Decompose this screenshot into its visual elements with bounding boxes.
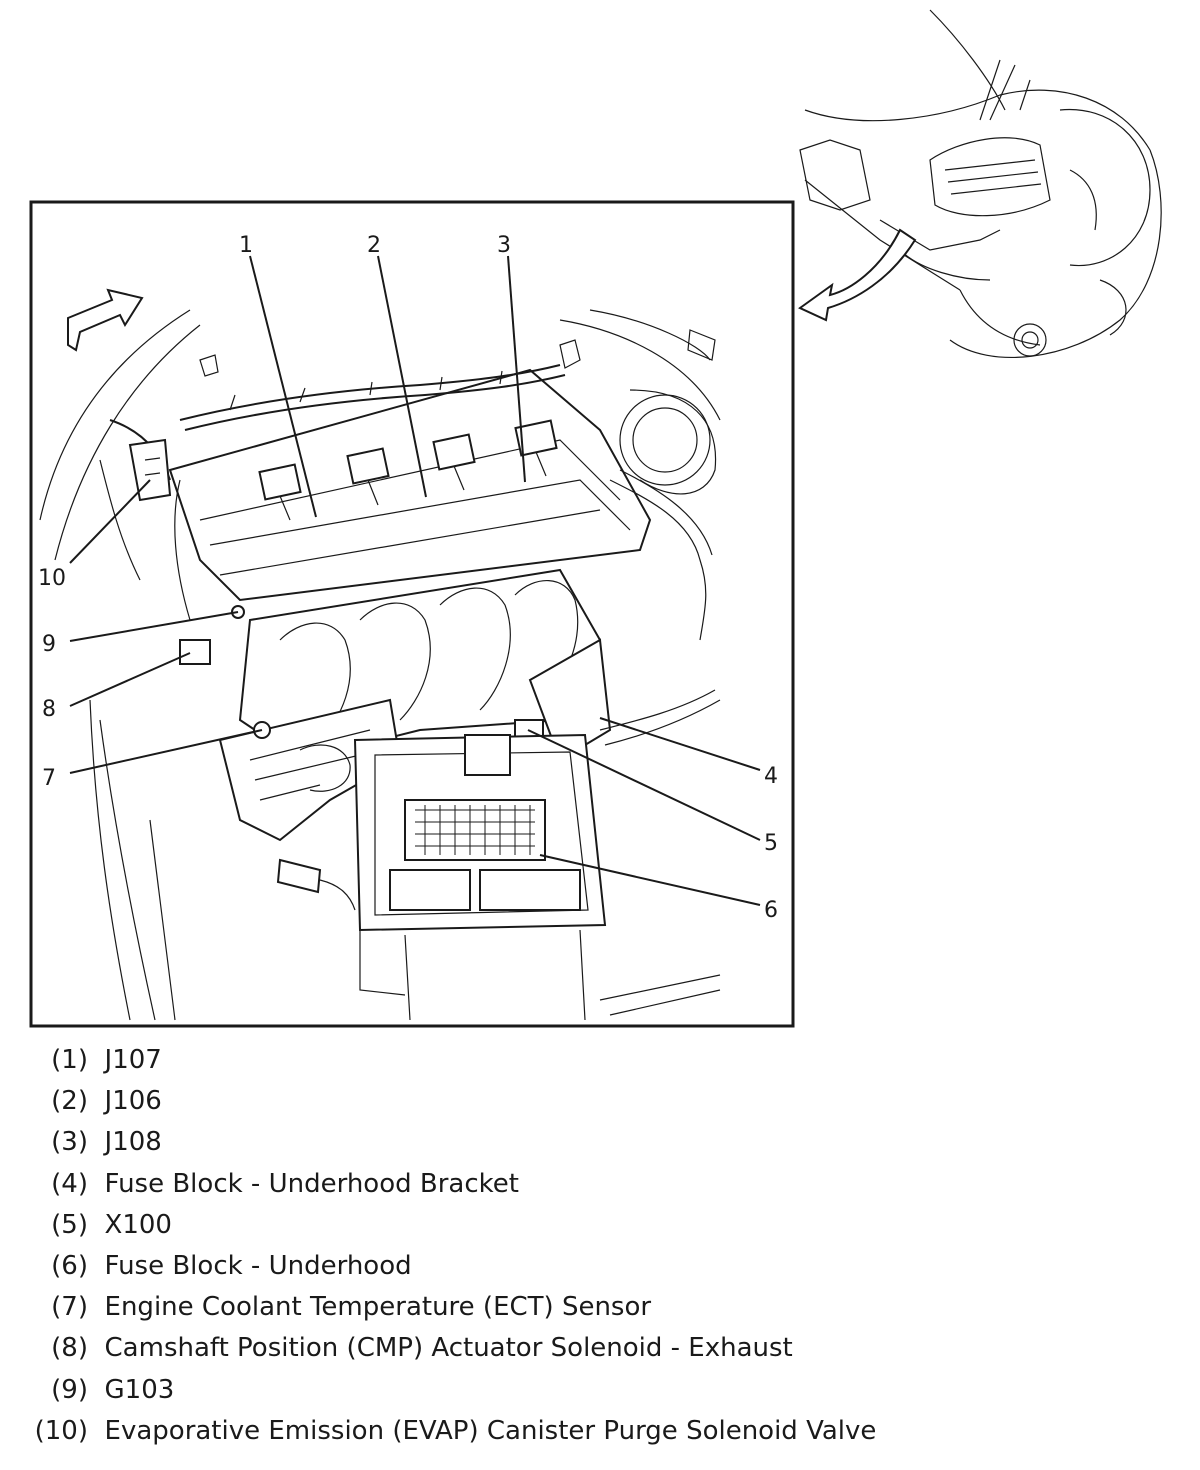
leader-6 (539, 854, 761, 906)
callout-7: 7 (42, 766, 56, 791)
legend-number: (8) (51, 1333, 88, 1364)
legend-item: (5) X100 (20, 1205, 1180, 1246)
legend-item: (6) Fuse Block - Underhood (20, 1246, 1180, 1287)
leader-2 (377, 255, 427, 498)
legend-label: Fuse Block - Underhood Bracket (88, 1168, 519, 1199)
diagram-frame (29, 200, 795, 1028)
legend-number: (9) (51, 1374, 88, 1405)
vehicle-locator-inset (798, 9, 1162, 358)
callout-leaders (69, 255, 761, 906)
legend-item: (4) Fuse Block - Underhood Bracket (20, 1164, 1180, 1205)
legend-number: (7) (51, 1292, 88, 1323)
leader-3 (507, 255, 526, 483)
leader-1 (249, 255, 317, 518)
legend-label: Evaporative Emission (EVAP) Canister Pur… (88, 1415, 877, 1446)
component-legend: (1) J107 (2) J106 (3) J108 (4) Fuse Bloc… (20, 1040, 1180, 1452)
legend-label: J108 (88, 1127, 162, 1158)
leader-4 (599, 717, 761, 771)
callout-6: 6 (764, 898, 778, 923)
callout-4: 4 (764, 764, 778, 789)
legend-label: X100 (88, 1209, 172, 1240)
callout-10: 10 (38, 566, 66, 591)
engine-component-diagram: 1 2 3 4 5 6 7 8 9 10 (29, 9, 1162, 1028)
leader-9 (69, 611, 239, 642)
callout-2: 2 (367, 233, 381, 258)
legend-number: (6) (51, 1250, 88, 1281)
legend-label: G103 (88, 1374, 175, 1405)
leader-7 (69, 729, 263, 774)
callout-9: 9 (42, 632, 56, 657)
forward-direction-arrow-icon (67, 288, 144, 352)
legend-item: (2) J106 (20, 1081, 1180, 1122)
legend-number: (2) (51, 1086, 88, 1117)
legend-label: Fuse Block - Underhood (88, 1250, 412, 1281)
legend-item: (10) Evaporative Emission (EVAP) Caniste… (20, 1411, 1180, 1452)
legend-number: (10) (34, 1415, 88, 1446)
legend-number: (4) (51, 1168, 88, 1199)
callout-8: 8 (42, 697, 56, 722)
legend-label: J106 (88, 1086, 162, 1117)
callout-5: 5 (764, 831, 778, 856)
callout-1: 1 (239, 233, 253, 258)
legend-item: (9) G103 (20, 1370, 1180, 1411)
legend-number: (1) (51, 1045, 88, 1075)
legend-label: Engine Coolant Temperature (ECT) Sensor (88, 1292, 652, 1323)
leader-5 (527, 729, 761, 841)
callout-numbers: 1 2 3 4 5 6 7 8 9 10 (38, 233, 778, 923)
legend-item: (1) J107 (20, 1040, 1180, 1081)
legend-label: Camshaft Position (CMP) Actuator Solenoi… (88, 1333, 793, 1364)
legend-item: (7) Engine Coolant Temperature (ECT) Sen… (20, 1287, 1180, 1328)
leader-8 (69, 652, 191, 707)
legend-item: (3) J108 (20, 1122, 1180, 1163)
legend-number: (3) (51, 1127, 88, 1158)
callout-3: 3 (497, 233, 511, 258)
legend-label: J107 (88, 1045, 162, 1075)
leader-10 (69, 479, 151, 564)
legend-number: (5) (51, 1209, 88, 1240)
engine-drawing (39, 288, 721, 1021)
legend-item: (8) Camshaft Position (CMP) Actuator Sol… (20, 1328, 1180, 1369)
